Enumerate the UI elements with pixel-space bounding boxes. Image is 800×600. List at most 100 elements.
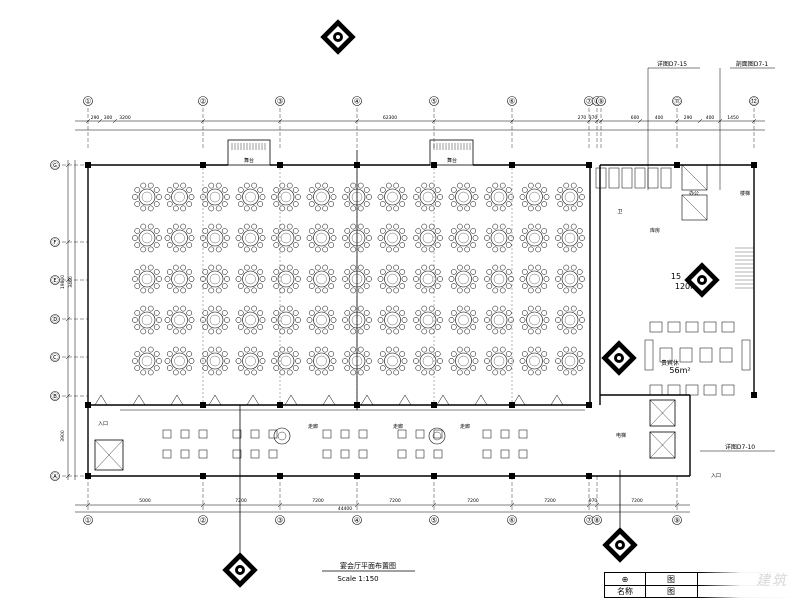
elevator-cross — [94, 439, 124, 471]
seat — [286, 346, 293, 353]
foyer-chair — [482, 449, 492, 459]
seat — [314, 205, 321, 212]
door-swing — [474, 394, 488, 406]
seat — [322, 328, 329, 335]
seat — [484, 194, 490, 200]
banquet-table — [377, 223, 408, 253]
seat — [166, 242, 173, 248]
table-top — [348, 311, 366, 329]
seat — [521, 365, 528, 371]
seat — [576, 351, 583, 357]
seat — [314, 369, 321, 376]
elevator-shaft — [649, 431, 676, 459]
seat — [456, 346, 463, 353]
dim-top-value: 270 — [578, 115, 587, 121]
table-inner — [245, 273, 256, 285]
seat — [399, 242, 406, 248]
grid-bubble-bottom-label: ① — [85, 517, 91, 525]
entry-right-label: 入口 — [711, 473, 721, 479]
seat — [357, 205, 364, 212]
seat — [521, 242, 528, 248]
seat — [147, 223, 154, 230]
seat — [434, 269, 441, 275]
foyer-chair — [250, 449, 260, 459]
seat — [308, 228, 315, 234]
grid-bubble-bottom-label: ② — [200, 517, 206, 525]
grid-bubble-bottom-label: ⑧ — [594, 517, 600, 525]
seat — [330, 317, 337, 323]
seat — [363, 242, 370, 248]
seat — [322, 287, 329, 294]
seat — [202, 228, 209, 234]
seat — [486, 310, 493, 316]
dim-tick — [97, 118, 103, 124]
table-top — [384, 229, 401, 247]
banquet-table — [132, 346, 162, 376]
seat — [563, 287, 570, 294]
dim-tick — [431, 502, 437, 508]
seat — [237, 187, 244, 193]
seat — [379, 283, 386, 289]
corridor-label: 走廊 — [308, 423, 318, 430]
seat — [535, 246, 542, 253]
banquet-table — [271, 346, 301, 376]
seat — [328, 283, 335, 289]
dim-bottom-value: 970 — [589, 498, 598, 504]
table-top — [455, 229, 472, 247]
lounge-chair — [721, 384, 735, 396]
seat — [576, 228, 583, 234]
seat — [527, 287, 534, 294]
seat — [492, 369, 499, 376]
seat — [292, 242, 299, 248]
seat — [132, 194, 138, 200]
seat — [314, 223, 321, 230]
seat — [401, 194, 408, 200]
seat — [415, 351, 422, 357]
seat — [541, 351, 548, 357]
table-top — [277, 229, 295, 247]
dim-tick — [65, 473, 71, 479]
seat — [428, 328, 435, 335]
seat — [134, 201, 141, 207]
seat — [470, 324, 477, 330]
seat — [363, 201, 370, 207]
seat — [563, 264, 570, 271]
lounge-chair — [667, 384, 681, 396]
toilet-label: 卫 — [617, 209, 622, 215]
seat — [385, 287, 392, 294]
seat — [208, 223, 215, 230]
seat — [330, 276, 337, 282]
seat — [505, 228, 512, 234]
dim-bottom-value: 7200 — [631, 498, 643, 504]
seat — [153, 324, 160, 330]
seat — [363, 351, 370, 357]
seat — [134, 310, 141, 316]
seat — [237, 242, 244, 248]
table-top — [490, 188, 508, 206]
banquet-table — [164, 182, 195, 212]
seat — [557, 283, 564, 289]
section-markers: ①②③④⑤⑥⑦⑧⑨⑪⑫①②③④⑤⑥⑦⑧⑨ⒼⒻⒺⒹⒸⒷⒶ — [50, 19, 759, 588]
section-marker-top-dot-inner — [336, 35, 340, 39]
table-inner — [493, 273, 505, 285]
seat — [257, 351, 264, 357]
column — [277, 473, 283, 479]
dim-tick — [674, 502, 680, 508]
equipment-box — [681, 164, 708, 191]
seat — [342, 235, 348, 241]
dim-top-value: 600 — [631, 115, 640, 121]
table-inner — [141, 191, 153, 203]
seat — [153, 283, 160, 289]
seat — [377, 235, 384, 241]
seat — [328, 201, 335, 207]
table-inner — [529, 191, 540, 203]
seat — [576, 187, 583, 193]
seat — [243, 346, 250, 353]
table-inner — [529, 232, 540, 244]
banquet-table — [342, 182, 372, 212]
seat — [535, 328, 542, 335]
seat — [434, 242, 441, 248]
seat — [527, 305, 534, 312]
door-swing — [208, 394, 222, 406]
